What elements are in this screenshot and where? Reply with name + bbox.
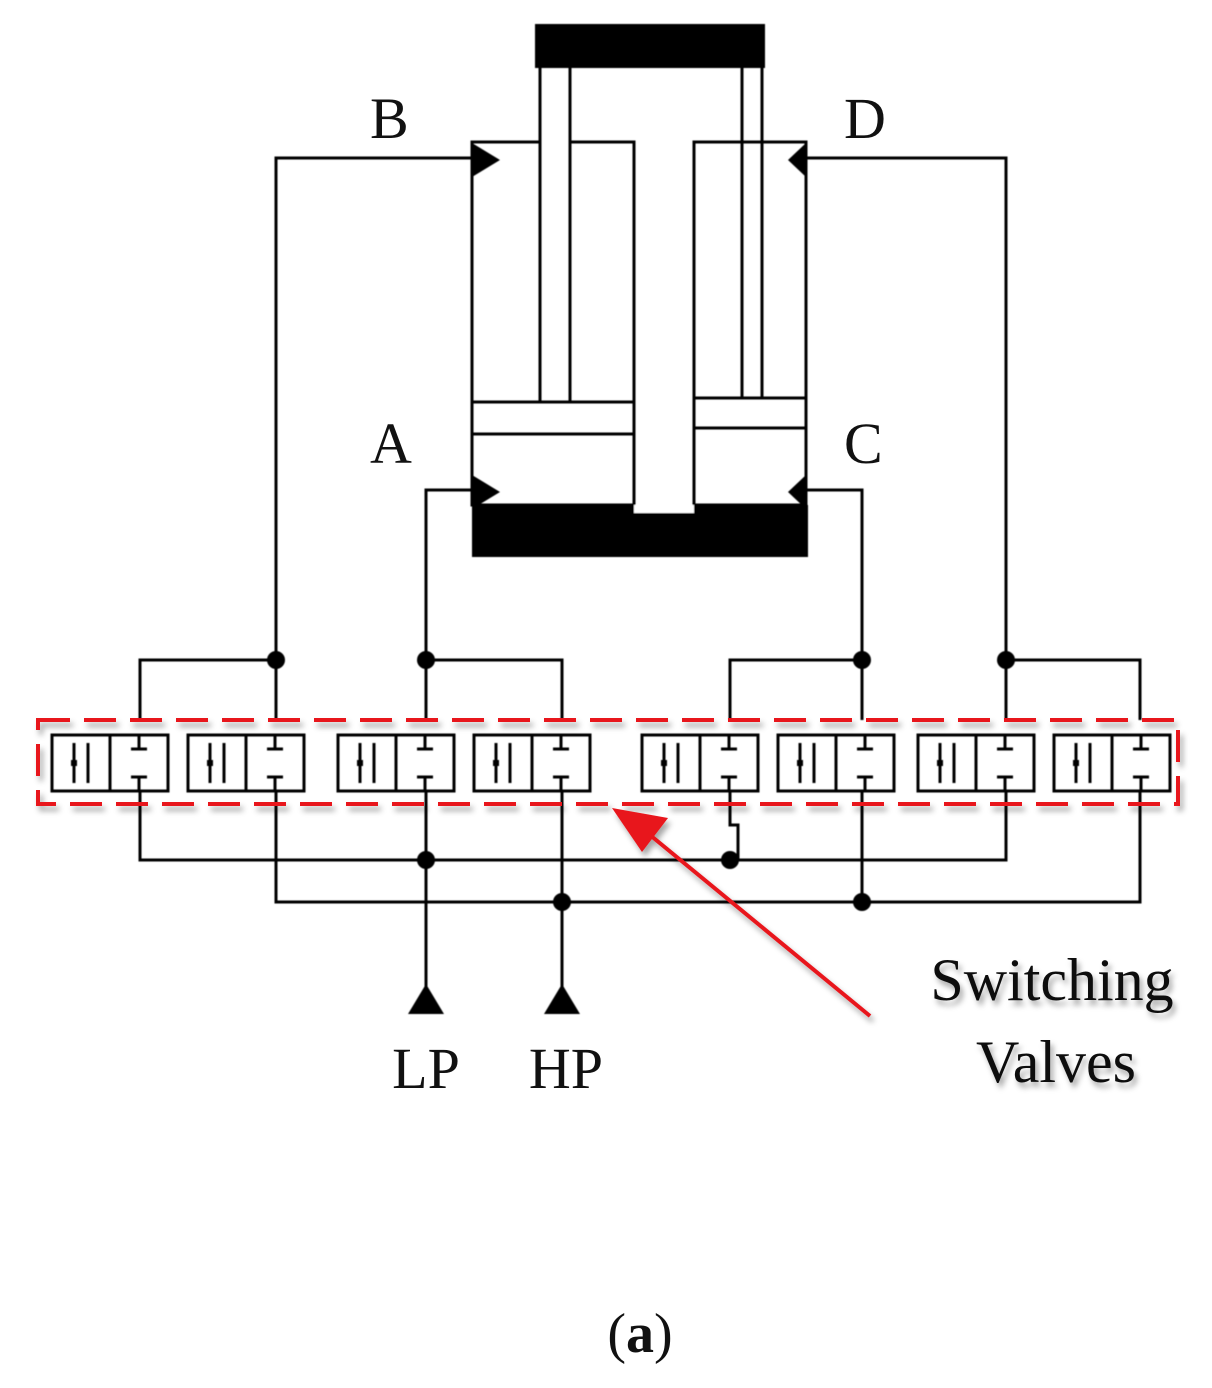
callout-label-line1: Switching xyxy=(930,947,1173,1013)
line-port-a xyxy=(424,488,472,720)
caption-close-paren: ) xyxy=(654,1303,673,1365)
switching-valve xyxy=(186,733,306,793)
port-a-marker xyxy=(472,475,500,509)
port-label-d: D xyxy=(844,86,886,151)
line-port-c xyxy=(806,488,864,720)
switching-valve xyxy=(50,733,170,793)
switching-valve xyxy=(336,733,456,793)
supply-label-hp: HP xyxy=(529,1036,603,1101)
switching-valve xyxy=(1052,733,1172,793)
port-label-a: A xyxy=(370,411,412,476)
line-port-b xyxy=(274,156,472,720)
caption-open-paren: ( xyxy=(607,1303,626,1365)
port-d-marker xyxy=(788,143,806,177)
switching-valve xyxy=(472,733,592,793)
switching-valves-highlight-box xyxy=(36,718,1180,806)
right-piston xyxy=(692,396,808,430)
cylinder-right-barrel xyxy=(692,140,808,507)
switching-valve xyxy=(640,733,760,793)
callout-arrow xyxy=(612,808,872,1018)
left-piston xyxy=(470,400,636,436)
supply-label-lp: LP xyxy=(392,1036,460,1101)
junctions xyxy=(267,651,1015,911)
port-c-marker xyxy=(788,475,806,509)
figure-caption: (a) xyxy=(607,1303,672,1365)
caption-letter: a xyxy=(626,1303,654,1365)
port-label-c: C xyxy=(844,411,883,476)
cylinder-top-yoke xyxy=(535,24,765,68)
callout-label-line2: Valves xyxy=(976,1029,1136,1095)
port-label-b: B xyxy=(370,86,409,151)
switching-valve-bank xyxy=(50,733,1172,793)
hydraulic-lines xyxy=(138,156,1142,990)
port-b-marker xyxy=(472,143,500,177)
hp-supply-symbol xyxy=(544,984,580,1014)
switching-valve xyxy=(776,733,896,793)
multi-chamber-cylinder xyxy=(470,24,808,557)
switching-valve xyxy=(916,733,1036,793)
hp-manifold xyxy=(274,790,1142,904)
cylinder-left-barrel xyxy=(470,140,636,507)
line-port-d xyxy=(806,156,1008,720)
cylinder-base xyxy=(472,505,808,557)
lp-manifold xyxy=(138,790,1008,862)
lp-supply-symbol xyxy=(408,984,444,1014)
